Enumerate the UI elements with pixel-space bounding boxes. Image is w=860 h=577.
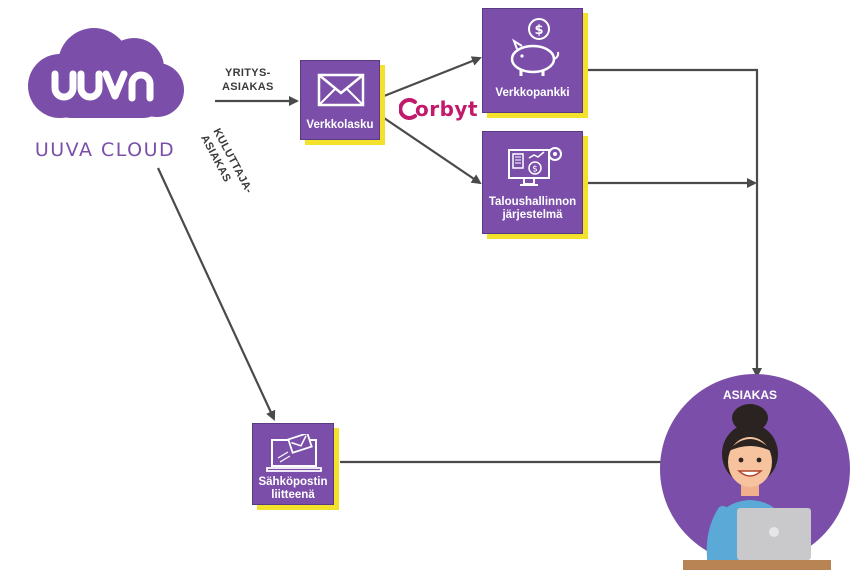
svg-text:$: $ [532, 165, 538, 175]
accounting-computer-icon: $ [508, 147, 562, 186]
arrow-einvoice-to-netbank [383, 56, 482, 98]
source-name: UUVA CLOUD [34, 139, 176, 161]
arrow-cloud-to-email [157, 167, 276, 421]
email-attachment-node: Sähköpostin liitteenä [252, 423, 334, 505]
uuva-cloud-logo [28, 28, 184, 118]
einvoice-label: Verkkolasku [306, 119, 374, 131]
accounting-node: $ Taloushallinnon järjestelmä [482, 131, 583, 234]
netbank-label: Verkkopankki [495, 87, 570, 99]
envelope-icon [317, 73, 365, 107]
accounting-label: Taloushallinnon järjestelmä [488, 196, 577, 221]
piggy-bank-icon: $ [510, 18, 560, 76]
line-netbank-to-customer [585, 68, 762, 378]
customer-illustration [660, 374, 850, 570]
customer-title: ASIAKAS [722, 388, 777, 402]
arrow-einvoice-to-accounting [383, 117, 482, 185]
netbank-node: $ Verkkopankki [482, 8, 583, 113]
operator-name: orbyt [415, 97, 479, 121]
laptop-email-icon [266, 434, 322, 472]
einvoice-node: Verkkolasku [300, 60, 380, 140]
orbyt-logo-icon [399, 98, 417, 120]
svg-text:$: $ [534, 23, 543, 38]
email-attachment-label: Sähköpostin liitteenä [258, 476, 328, 501]
business-customer-label: YRITYS- ASIAKAS [222, 67, 274, 93]
